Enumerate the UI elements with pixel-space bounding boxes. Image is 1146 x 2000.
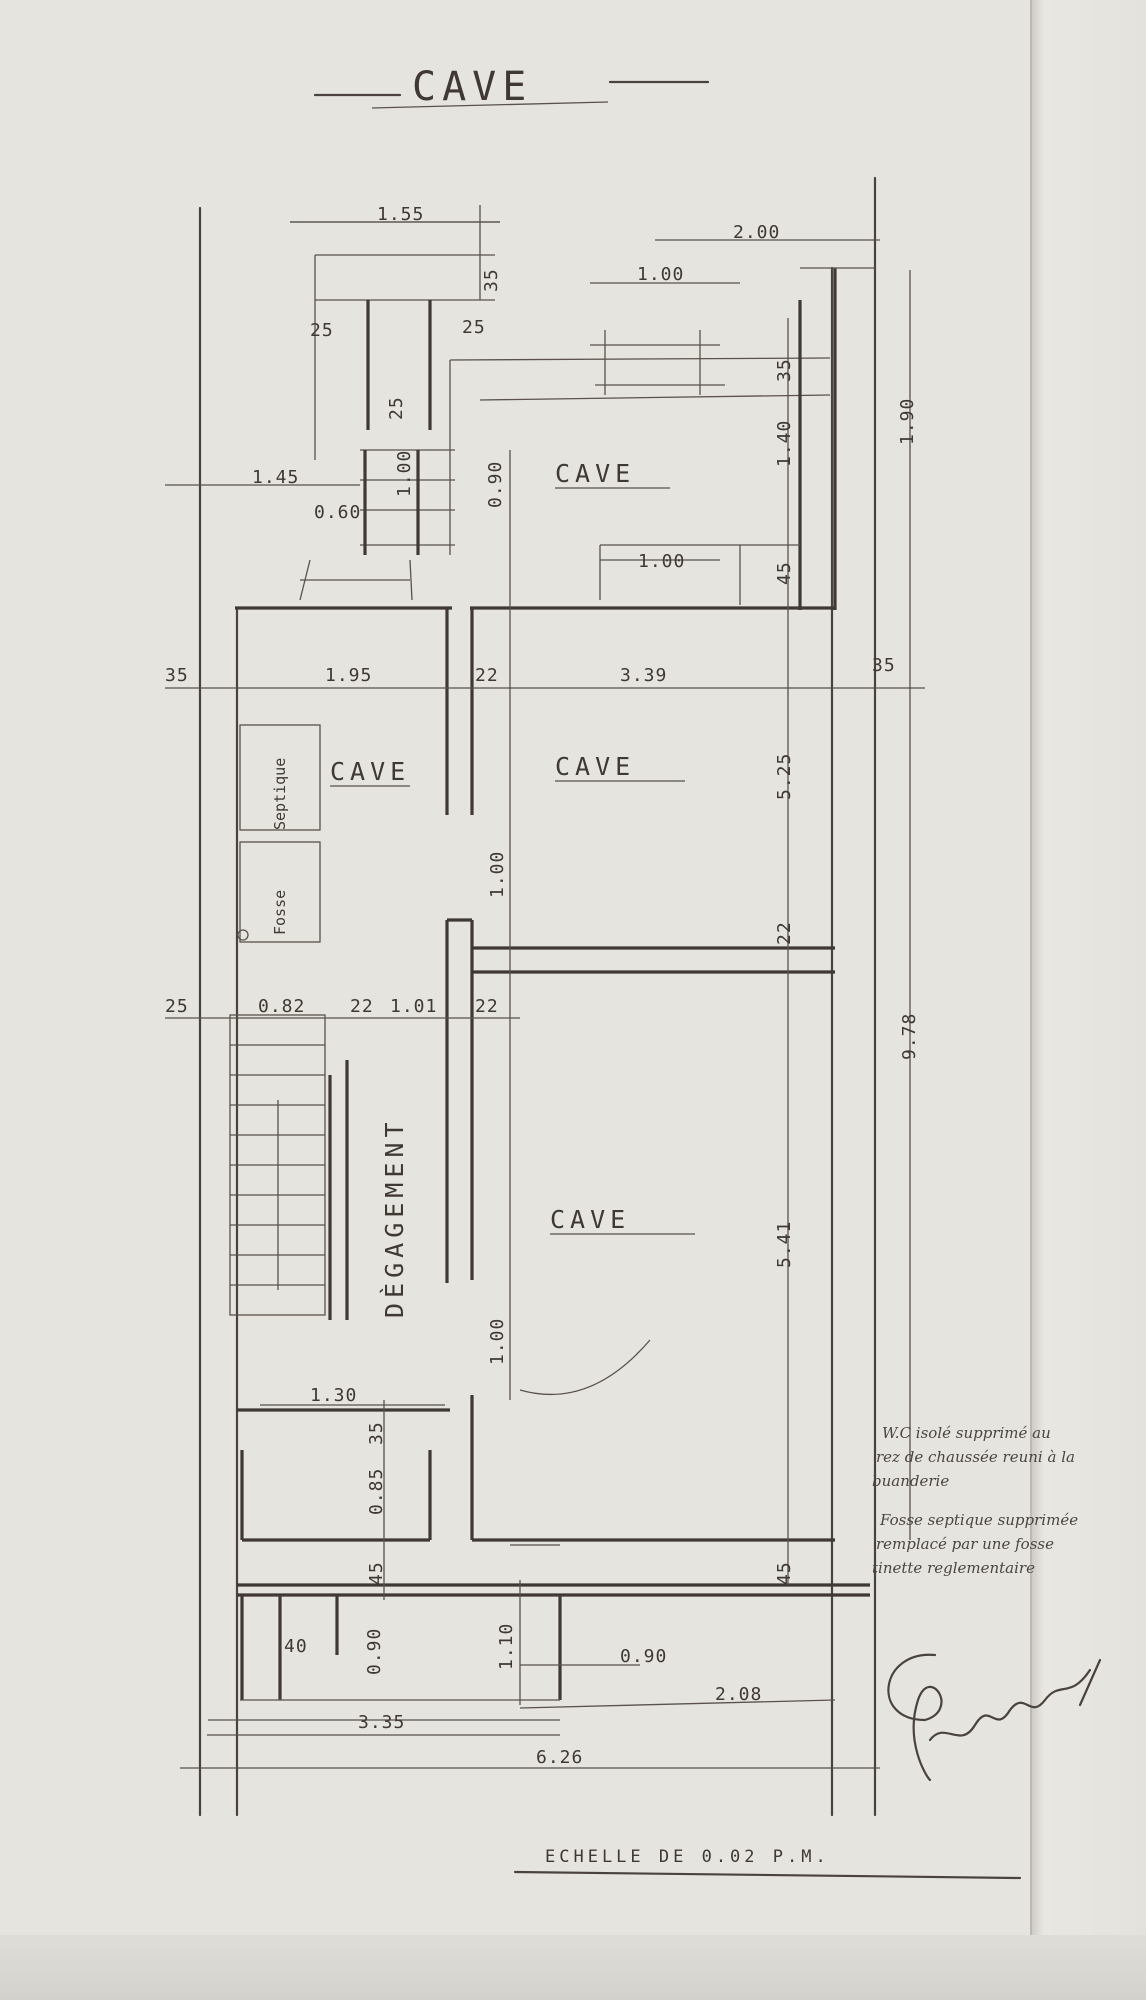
- dim-label: 45: [774, 1561, 795, 1585]
- dim-label: 1.01: [390, 996, 437, 1017]
- paper-bottom-strip: [0, 1935, 1146, 2000]
- note-line-5: remplacé par une fosse: [876, 1535, 1054, 1553]
- room-label-bottom: CAVE: [550, 1205, 630, 1234]
- dimension-lines: [165, 221, 925, 1769]
- dim-label: 22: [774, 921, 795, 945]
- dim-label: 6.26: [536, 1747, 583, 1768]
- dim-label: 0.90: [364, 1628, 385, 1675]
- dim-label: 5.25: [774, 753, 795, 800]
- dim-label: 1.00: [638, 551, 685, 572]
- dim-label: 22: [350, 996, 374, 1017]
- dim-label: 35: [366, 1421, 387, 1445]
- dim-label: 1.00: [394, 450, 415, 497]
- staircase: [229, 1014, 326, 1316]
- dim-label: 1.45: [252, 467, 299, 488]
- dim-label: 1.00: [487, 851, 508, 898]
- dim-label: 45: [774, 561, 795, 585]
- dim-label: 1.90: [897, 398, 918, 445]
- dim-label: 35: [872, 655, 896, 676]
- dim-label: 0.90: [485, 461, 506, 508]
- top-appendix: [235, 205, 875, 610]
- note-line-6: tinette reglementaire: [872, 1559, 1035, 1577]
- dim-label: 1.30: [310, 1385, 357, 1406]
- dim-label: 1.10: [496, 1623, 517, 1670]
- dim-label: 25: [310, 320, 334, 341]
- dim-label: 35: [481, 268, 502, 292]
- corridor-label: DÈGAGEMENT: [380, 1117, 409, 1318]
- dim-label: 45: [366, 1561, 387, 1585]
- scale-label: ECHELLE DE 0.02 P.M.: [545, 1847, 830, 1867]
- dim-label: 1.95: [325, 665, 372, 686]
- signature: [887, 1653, 1102, 1782]
- dim-label: 0.90: [620, 1646, 667, 1667]
- septic-tank: [237, 724, 321, 943]
- dim-label: 35: [165, 665, 189, 686]
- dim-label: 25: [386, 396, 407, 420]
- dim-label: 3.39: [620, 665, 667, 686]
- plan-title: CAVE: [412, 64, 532, 110]
- dimension-labels: 1.55 35 25 25 25 2.00 1.00 1.90 35 1.40 …: [165, 204, 920, 1768]
- dim-label: 0.82: [258, 996, 305, 1017]
- room-label-center: CAVE: [555, 752, 635, 781]
- note-line-4: Fosse septique supprimée: [879, 1511, 1078, 1529]
- dim-label: 25: [165, 996, 189, 1017]
- dim-label: 2.00: [733, 222, 780, 243]
- title-underline: [371, 101, 609, 109]
- dim-label: 5.41: [774, 1221, 795, 1268]
- dim-label: 1.55: [377, 204, 424, 225]
- paper-edge-fold: [1030, 0, 1146, 2000]
- note-line-1: W.C isolé supprimé au: [882, 1424, 1051, 1442]
- door-swing-arc: [519, 1339, 651, 1396]
- room-label-top: CAVE: [555, 459, 635, 488]
- dim-label: 22: [475, 665, 499, 686]
- dim-label: 2.08: [715, 1684, 762, 1705]
- dim-label: 0.85: [366, 1468, 387, 1515]
- dim-label: 25: [462, 317, 486, 338]
- scale-rule: [513, 1870, 1022, 1880]
- dim-label: 1.40: [774, 420, 795, 467]
- note-line-3: buanderie: [872, 1472, 949, 1490]
- dim-label: 9.78: [899, 1013, 920, 1060]
- dim-label: 22: [475, 996, 499, 1017]
- dim-label: 40: [284, 1636, 308, 1657]
- fosse-label: Fosse: [271, 890, 289, 935]
- room-label-left: CAVE: [330, 757, 410, 786]
- septique-label: Septique: [271, 758, 289, 830]
- dim-label: 35: [774, 358, 795, 382]
- walls: [207, 608, 870, 1736]
- dim-label: 3.35: [358, 1712, 405, 1733]
- dim-label: 0.60: [314, 502, 361, 523]
- dim-label: 1.00: [487, 1318, 508, 1365]
- dim-label: 1.00: [637, 264, 684, 285]
- note-line-2: rez de chaussée reuni à la: [876, 1448, 1075, 1466]
